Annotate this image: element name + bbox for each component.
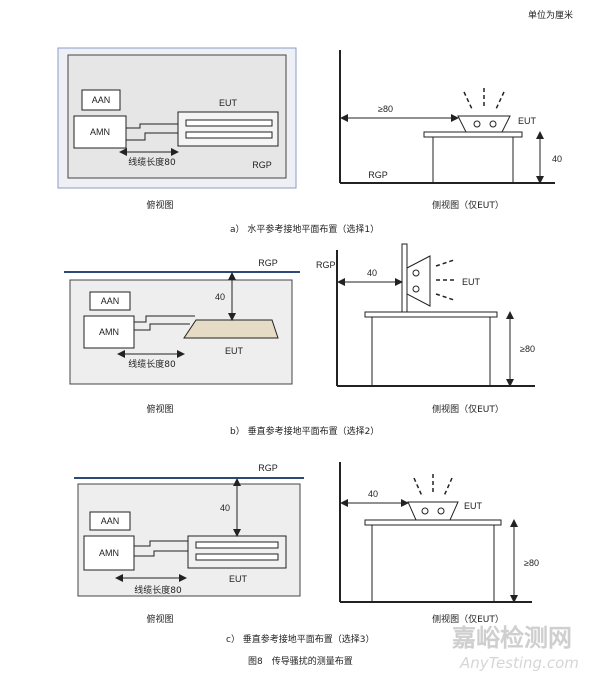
aan-box: [89, 511, 131, 531]
watermark-cn: 嘉峪检测网: [452, 624, 572, 652]
watermark-en: AnyTesting.com: [459, 654, 579, 672]
height-label: ≥80: [520, 344, 535, 354]
eut-port: [412, 269, 420, 277]
rgp-label: RGP: [258, 463, 278, 473]
eut-label: EUT: [225, 346, 244, 356]
cable-line: [126, 123, 178, 129]
distance-label: 40: [220, 503, 230, 513]
cable-line: [134, 315, 195, 323]
aan-box: [81, 89, 121, 111]
emission-ray: [443, 477, 453, 497]
amn-label: AMN: [99, 327, 119, 337]
panel-b-side-view: RGP EUT 40 ≥80: [316, 243, 535, 387]
cable-line: [134, 540, 188, 547]
eut-device: [183, 319, 279, 339]
amn-label: AMN: [99, 548, 119, 558]
cable-line: [134, 323, 190, 331]
emission-ray: [435, 293, 455, 301]
aan-box: [89, 291, 131, 311]
figure-caption: 图8 传导骚扰的测量布置: [248, 655, 353, 667]
eut-slot: [185, 119, 273, 127]
eut-port: [437, 507, 445, 515]
eut-slot: [185, 131, 273, 139]
eut-label: EUT: [518, 116, 537, 126]
table-top: [364, 311, 498, 318]
eut-label: EUT: [464, 501, 483, 511]
eut-label: EUT: [229, 574, 248, 584]
caption-b: b） 垂直参考接地平面布置（选择2）: [230, 425, 379, 437]
panel-a-top-view: AAN AMN EUT 线缆长度80 RGP: [57, 47, 297, 189]
rgp-label: RGP: [252, 160, 272, 170]
eut-device: [457, 115, 511, 133]
eut-box: [187, 535, 287, 569]
amn-box: [83, 535, 135, 571]
distance-label: 40: [368, 489, 378, 499]
eut-label: EUT: [219, 98, 238, 108]
emission-ray: [435, 259, 455, 267]
amn-box: [73, 115, 127, 149]
aan-label: AAN: [101, 296, 120, 306]
eut-device: [406, 255, 431, 307]
caption-side-view: 侧视图（仅EUT）: [432, 613, 504, 625]
height-label: 40: [552, 154, 562, 164]
table-top: [423, 131, 523, 138]
cable-line: [126, 132, 178, 141]
cable-line: [134, 550, 188, 557]
height-label: ≥80: [524, 558, 539, 568]
caption-side-view: 侧视图（仅EUT）: [432, 199, 504, 211]
distance-label: 40: [367, 268, 377, 278]
eut-port: [421, 507, 429, 515]
eut-slot: [195, 553, 279, 561]
eut-port: [412, 285, 420, 293]
caption-top-view: 俯视图: [146, 613, 173, 625]
aan-label: AAN: [101, 516, 120, 526]
emission-ray: [413, 477, 423, 497]
rgp-label: RGP: [258, 258, 278, 268]
unit-note: 单位为厘米: [528, 9, 573, 21]
panel-b-top-view: RGP AAN AMN EUT 40 线缆长度80: [64, 258, 300, 385]
vertical-rgp-plate: [401, 243, 408, 313]
cable-length-label: 线缆长度80: [128, 358, 176, 370]
rgp-label: RGP: [316, 260, 336, 270]
rgp-label: RGP: [368, 170, 388, 180]
amn-box: [83, 315, 135, 349]
distance-label: 40: [215, 292, 225, 302]
caption-side-view: 侧视图（仅EUT）: [432, 403, 504, 415]
eut-box: [177, 111, 279, 147]
eut-port: [489, 120, 497, 128]
caption-top-view: 俯视图: [146, 199, 173, 211]
panel-a-side-view: RGP EUT ≥80 40: [339, 50, 562, 184]
amn-label: AMN: [90, 127, 110, 137]
eut-device: [407, 501, 459, 521]
emission-ray: [463, 91, 473, 110]
caption-a: a） 水平参考接地平面布置（选择1）: [230, 223, 379, 235]
eut-slot: [195, 541, 279, 549]
cable-length-label: 线缆长度80: [134, 584, 182, 596]
aan-label: AAN: [92, 95, 111, 105]
eut-port: [473, 120, 481, 128]
panel-c-side-view: EUT 40 ≥80: [339, 462, 539, 603]
table-top: [364, 519, 502, 526]
emission-ray: [495, 91, 505, 110]
eut-label: EUT: [462, 277, 481, 287]
panel-c-top-view: RGP AAN AMN EUT 40 线缆长度80: [74, 463, 304, 597]
caption-top-view: 俯视图: [146, 403, 173, 415]
caption-c: c） 垂直参考接地平面布置（选择3）: [226, 633, 375, 645]
cable-length-label: 线缆长度80: [128, 156, 176, 168]
distance-label: ≥80: [378, 104, 393, 114]
